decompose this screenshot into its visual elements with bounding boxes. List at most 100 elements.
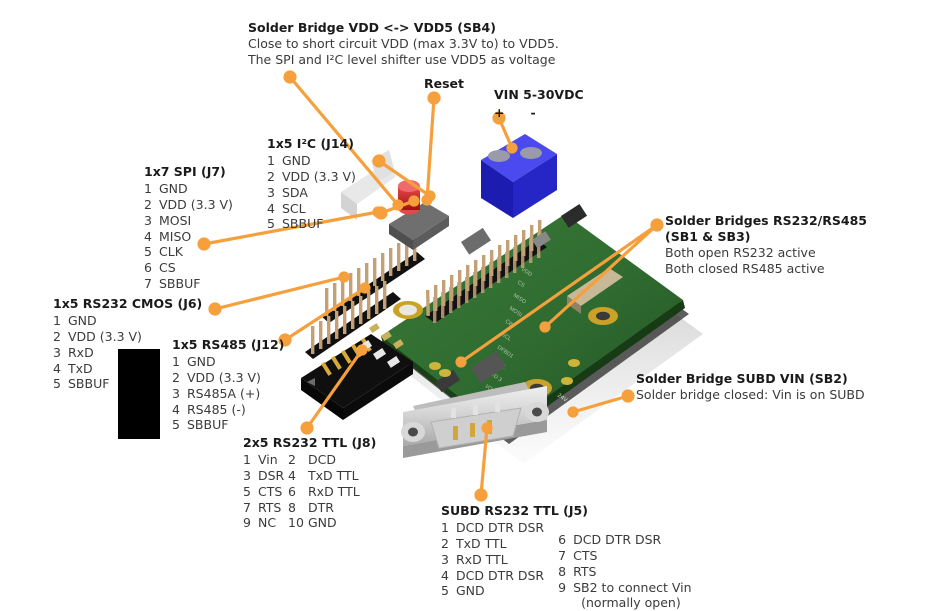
vin-minus-label: - xyxy=(530,104,536,120)
pin-number: 1 xyxy=(53,312,61,328)
pin-row: 4 TxD xyxy=(53,361,202,377)
pin-value: SDA xyxy=(282,184,308,200)
pin-number: 5 xyxy=(267,216,275,232)
pin-number: 1 xyxy=(144,180,152,196)
pin-number: 3 xyxy=(144,212,152,228)
pin-row: 1 GND xyxy=(144,181,233,197)
pin-number: 3 xyxy=(172,385,180,401)
pin-value: TxD TTL xyxy=(308,467,359,483)
pin-value: VDD (3.3 V) xyxy=(68,328,142,344)
pin-value: CTS xyxy=(573,547,598,563)
pin-number: 1 xyxy=(441,519,449,535)
pin-value: DCD DTR DSR xyxy=(573,531,662,547)
pin-value: CTS xyxy=(258,483,283,499)
pin-value: GND xyxy=(282,152,311,168)
pin-number: 8 xyxy=(288,499,296,515)
annotation-rs232-ttl-j8: 2x5 RS232 TTL (J8) 1 Vin 2 DCD 3 DSR 4 T… xyxy=(243,435,376,531)
sb4-line2: The SPI and I²C level shifter use VDD5 a… xyxy=(248,51,556,67)
sb13-heading1: Solder Bridges RS232/RS485 xyxy=(665,213,867,228)
pin-value: Vin xyxy=(258,451,278,467)
pin-number: 4 xyxy=(53,360,61,376)
pin-number: 7 xyxy=(144,276,152,292)
spi-heading: 1x7 SPI (J7) xyxy=(144,164,226,179)
sb13-line1: Both open RS232 active xyxy=(665,244,816,260)
pin-number: 9 xyxy=(558,579,567,595)
pin-value: RTS xyxy=(258,499,282,515)
sb4-heading: Solder Bridge VDD <-> VDD5 (SB4) xyxy=(248,20,496,35)
pin-value: DTR xyxy=(308,499,334,515)
pin-number: 3 xyxy=(53,344,61,360)
pin-value: VDD (3.3 V) xyxy=(282,168,356,184)
pin-value: NC xyxy=(258,515,277,531)
pin-row: 3 MOSI xyxy=(144,213,233,229)
rs485-heading: 1x5 RS485 (J12) xyxy=(172,337,285,352)
pin-row: (normally open) xyxy=(558,595,691,611)
reset-button xyxy=(389,180,449,250)
pin-number: 5 xyxy=(172,417,180,433)
pin-value: SCL xyxy=(282,200,306,216)
pin-value: GND xyxy=(68,312,97,328)
vin-plus-label: + xyxy=(494,104,505,120)
sb2-line1: Solder bridge closed: Vin is on SUBD xyxy=(636,386,865,402)
pin-value: GND xyxy=(159,180,188,196)
pin-number: 3 xyxy=(441,551,449,567)
pin-number xyxy=(558,595,569,611)
pin-value: TxD xyxy=(68,360,93,376)
pin-row: 5 CTS 6 RxD TTL xyxy=(243,484,376,500)
pin-number: 5 xyxy=(441,583,449,599)
pin-value: MOSI xyxy=(159,212,192,228)
pin-number: 9 xyxy=(243,515,251,531)
pin-value: CLK xyxy=(159,244,183,260)
vin-terminal-block xyxy=(481,134,557,218)
svg-text:24V: 24V xyxy=(556,393,568,404)
pin-number: 5 xyxy=(243,483,251,499)
pin-value: RxD xyxy=(68,344,94,360)
pin-number: 2 xyxy=(144,196,152,212)
redaction-block xyxy=(118,349,160,439)
pin-number: 4 xyxy=(144,228,152,244)
pin-value: GND xyxy=(187,353,216,369)
vin-label: VIN 5-30VDC xyxy=(494,87,584,102)
pin-value: RS485A (+) xyxy=(187,385,261,401)
pin-row: 1 GND xyxy=(53,313,202,329)
pin-value: RTS xyxy=(573,563,597,579)
pin-number: 6 xyxy=(288,483,296,499)
pin-value: DCD xyxy=(308,451,336,467)
reset-label: Reset xyxy=(424,76,464,91)
pin-row: 3 RxD xyxy=(53,345,202,361)
pin-number: 4 xyxy=(172,401,180,417)
pin-number: 2 xyxy=(288,451,296,467)
pin-row: 1 Vin 2 DCD xyxy=(243,452,376,468)
annotation-sb1-sb3: Solder Bridges RS232/RS485 (SB1 & SB3) B… xyxy=(665,213,867,277)
pin-number: 2 xyxy=(53,328,61,344)
pin-row: 3 RS485A (+) xyxy=(172,386,284,402)
pin-number: 4 xyxy=(441,567,449,583)
